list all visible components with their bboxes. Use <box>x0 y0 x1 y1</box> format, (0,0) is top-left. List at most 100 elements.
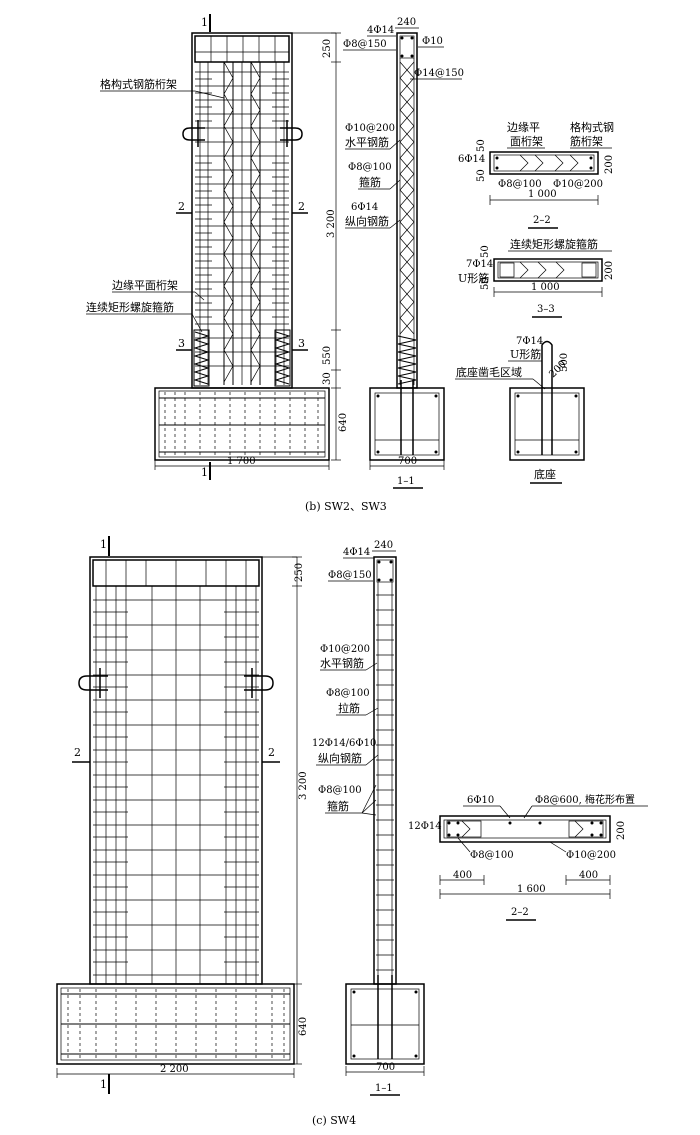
c-base-block <box>56 983 295 1065</box>
b-spiral-hoop-right <box>274 329 291 387</box>
c-dim-250: 250 <box>294 563 305 582</box>
b-section-3-3: 连续矩形螺旋箍筋 50 7Φ14 U形筋 50 200 1 000 3–3 <box>458 237 615 318</box>
b-s22-dim200: 200 <box>604 155 615 174</box>
b-front-elevation: 1 1 <box>86 14 349 480</box>
b-side-base <box>369 387 445 461</box>
b-side-phi10: Φ10 <box>422 36 443 47</box>
b-dim-30: 30 <box>322 372 333 385</box>
c-sec2-left: 2 <box>74 746 81 759</box>
b-s22-caption: 2–2 <box>533 215 551 226</box>
c-dim-2200: 2 200 <box>160 1064 189 1075</box>
c-lift-hook-right <box>244 668 274 698</box>
c-side-4phi14: 4Φ14 <box>343 547 370 558</box>
c-s22-dim400a: 400 <box>453 870 472 881</box>
b-sec1-bottom: 1 <box>201 466 208 479</box>
c-sec1-top: 1 <box>100 538 107 551</box>
c-sec2-right: 2 <box>268 746 275 759</box>
b-caption: (b) SW2、SW3 <box>305 500 387 513</box>
c-side-horiz-bar: 水平钢筋 <box>320 656 364 670</box>
b-side-horiz-bar: 水平钢筋 <box>345 135 389 149</box>
b-dim-250: 250 <box>322 39 333 58</box>
b-base-ubar: U形筋 <box>510 347 541 361</box>
b-s22-edge2: 面桁架 <box>510 134 543 148</box>
c-side-phi8-150: Φ8@150 <box>328 570 372 581</box>
b-s22-edge1: 边缘平 <box>507 121 540 134</box>
panel-b: 1 1 <box>86 14 615 513</box>
b-s33-dim50b: 50 <box>480 277 491 290</box>
c-side-phi10-200: Φ10@200 <box>320 644 370 655</box>
b-side-phi10-200: Φ10@200 <box>345 123 395 134</box>
b-s33-bars: 7Φ14 <box>466 259 493 270</box>
c-dim-3200: 3 200 <box>298 771 309 800</box>
b-side-dim-240: 240 <box>397 17 416 28</box>
b-s22-phi10-200: Φ10@200 <box>553 179 603 190</box>
b-sec2-left: 2 <box>178 200 185 213</box>
b-base-bars: 7Φ14 <box>516 336 543 347</box>
b-side-4phi14: 4Φ14 <box>367 25 394 36</box>
b-side-long-bar: 纵向钢筋 <box>345 214 389 228</box>
b-side-phi8-100: Φ8@100 <box>348 162 392 173</box>
b-sec1-top: 1 <box>201 16 208 29</box>
panel-c: 1 1 <box>56 536 648 1127</box>
c-front-elevation: 1 1 <box>56 536 309 1094</box>
b-dim-550: 550 <box>322 346 333 365</box>
c-side-stirrup: 箍筋 <box>327 799 349 813</box>
b-s33-ubar: U形筋 <box>458 271 489 285</box>
b-s22-dim1000: 1 000 <box>528 189 557 200</box>
c-side-phi8-100a: Φ8@100 <box>326 688 370 699</box>
c-side-tie-bar: 拉筋 <box>338 701 360 715</box>
c-side-long-bars: 12Φ14/6Φ10 <box>312 738 376 749</box>
b-side-6phi14: 6Φ14 <box>351 202 378 213</box>
b-s33-dim50a: 50 <box>480 245 491 258</box>
b-sec3-right: 3 <box>298 337 305 350</box>
c-lift-hook-left <box>78 668 108 698</box>
b-sec2-right: 2 <box>298 200 305 213</box>
b-side-dim-700: 700 <box>398 456 417 467</box>
b-s22-dim50a: 50 <box>476 139 487 152</box>
b-s33-caption: 3–3 <box>537 304 555 315</box>
b-dim-1700: 1 700 <box>227 456 256 467</box>
b-base-dim500: 500 <box>559 353 570 372</box>
c-s22-bars12: 12Φ14 <box>408 821 442 832</box>
c-sec1-bottom: 1 <box>100 1078 107 1091</box>
b-s22-bars: 6Φ14 <box>458 154 485 165</box>
b-s22-dim50b: 50 <box>476 169 487 182</box>
b-base-rough: 底座凿毛区域 <box>456 365 522 379</box>
b-lift-hook-left <box>182 120 205 147</box>
b-lift-hook-right <box>280 120 303 147</box>
c-side-long-bar: 纵向钢筋 <box>318 751 362 765</box>
b-s22-lattice1: 格构式钢 <box>570 120 614 134</box>
c-s22-dim1600: 1 600 <box>517 884 546 895</box>
c-s22-tie: Φ8@600, 梅花形布置 <box>535 793 635 806</box>
b-dim-3200: 3 200 <box>326 209 337 238</box>
b-section-2-2: 边缘平 面桁架 格构式钢 筋桁架 6Φ14 50 50 200 Φ8@100 Φ… <box>458 120 615 229</box>
b-side-section: 4Φ14 240 Φ8@150 Φ10 Φ14@150 Φ10@200 水平钢筋… <box>343 17 464 489</box>
b-side-caption: 1–1 <box>397 476 415 487</box>
b-base-caption: 底座 <box>534 467 556 481</box>
b-side-phi14-150: Φ14@150 <box>414 68 464 79</box>
b-label-edge-truss: 边缘平面桁架 <box>112 278 178 292</box>
b-base-block <box>154 387 330 461</box>
b-s22-phi8-100: Φ8@100 <box>498 179 542 190</box>
b-label-spiral-hoop: 连续矩形螺旋箍筋 <box>86 300 174 314</box>
b-s33-dim200: 200 <box>604 261 615 280</box>
b-label-lattice-truss: 格构式钢筋桁架 <box>100 77 177 91</box>
c-s22-caption: 2–2 <box>511 907 529 918</box>
c-s22-dim400b: 400 <box>579 870 598 881</box>
c-side-dim-700: 700 <box>376 1062 395 1073</box>
b-side-phi8-150: Φ8@150 <box>343 39 387 50</box>
c-side-caption: 1–1 <box>375 1083 393 1094</box>
c-side-phi8-100b: Φ8@100 <box>318 785 362 796</box>
c-side-dim-240: 240 <box>374 540 393 551</box>
c-s22-bars6: 6Φ10 <box>467 795 494 806</box>
b-s22-lattice2: 筋桁架 <box>570 134 603 148</box>
c-side-section: 4Φ14 240 Φ8@150 Φ10@200 水平钢筋 <box>312 540 425 1096</box>
b-base-detail: 7Φ14 U形筋 底座凿毛区域 200 500 底座 <box>455 336 585 484</box>
c-side-base <box>345 983 425 1065</box>
b-s33-dim1000: 1 000 <box>531 282 560 293</box>
b-sec3-left: 3 <box>178 337 185 350</box>
b-spiral-hoop-left <box>193 329 210 387</box>
c-section-2-2: 6Φ10 Φ8@600, 梅花形布置 12Φ14 200 Φ8@100 Φ10@… <box>408 793 648 921</box>
c-dim-640: 640 <box>298 1017 309 1036</box>
